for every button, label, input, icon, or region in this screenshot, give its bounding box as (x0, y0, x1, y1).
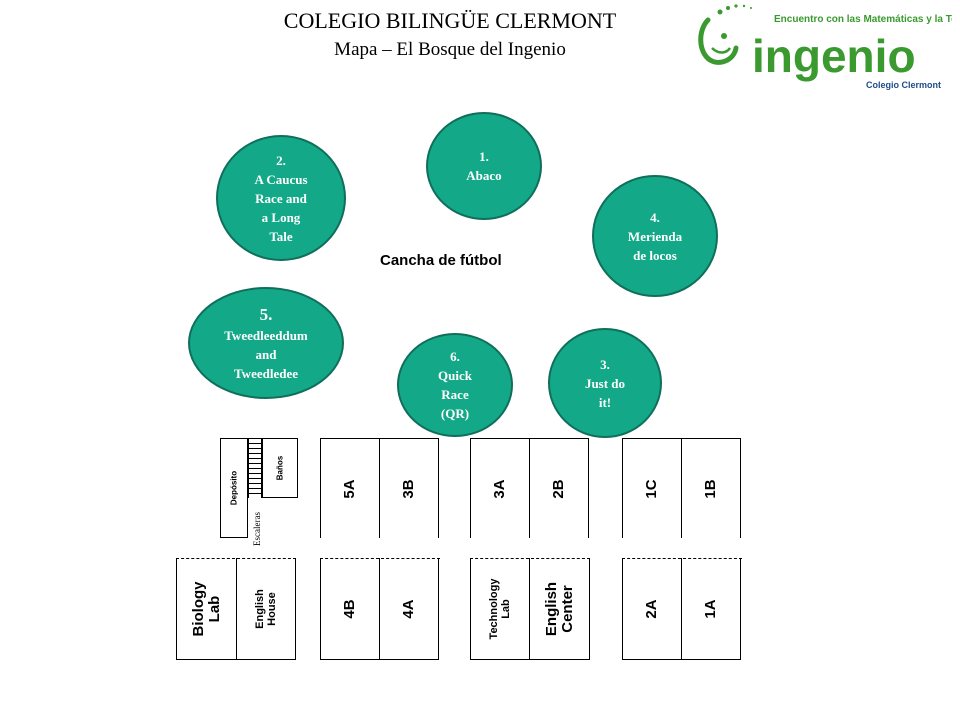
station-number: 1. (479, 149, 489, 164)
room-4b: 4B (320, 558, 380, 660)
room-biology-lab: Biology Lab (176, 558, 237, 660)
room-2b: 2B (529, 438, 589, 538)
dashed-wall (740, 498, 741, 538)
page-subtitle: Mapa – El Bosque del Ingenio (334, 39, 566, 60)
ingenio-logo: Encuentro con las Matemáticas y la Tecno… (698, 4, 952, 90)
station-5[interactable]: 5. Tweedleeddum and Tweedledee (188, 287, 344, 399)
stairs-icon (248, 438, 262, 498)
station-number: 2. (276, 152, 286, 168)
room-label: 1A (702, 598, 719, 619)
room-label: 1C (643, 478, 660, 499)
station-number: 6. (450, 349, 460, 364)
room-label: 2A (643, 598, 660, 619)
station-1[interactable]: 1. Abaco (426, 112, 542, 220)
room-1b: 1B (681, 438, 741, 538)
station-3[interactable]: 3. Just do it! (548, 328, 662, 438)
room-banos: Baños (262, 438, 298, 498)
room-technology-lab: Technology Lab (470, 558, 530, 660)
room-label: 4A (400, 598, 417, 619)
room-label: English Center (542, 581, 576, 636)
room-label: 3A (491, 478, 508, 499)
station-name: Merienda de locos (627, 228, 683, 263)
logo-wordmark: ingenio (752, 30, 916, 82)
room-label: Biology Lab (189, 581, 223, 636)
room-5a: 5A (320, 438, 380, 538)
station-2[interactable]: 2. A Caucus Race and a Long Tale (216, 135, 346, 261)
room-label: 1B (702, 478, 719, 499)
dashed-wall (622, 498, 623, 538)
station-4[interactable]: 4. Merienda de locos (592, 175, 718, 297)
page-title: COLEGIO BILINGÜE CLERMONT (283, 8, 617, 33)
room-2a: 2A (622, 558, 682, 660)
station-name: A Caucus Race and a Long Tale (254, 171, 308, 244)
room-4a: 4A (379, 558, 439, 660)
dashed-wall (622, 558, 742, 559)
room-label: Technology Lab (488, 578, 512, 639)
room-1c: 1C (622, 438, 682, 538)
room-english-house: English House (236, 558, 296, 660)
station-name: Tweedleeddum and Tweedledee (224, 327, 308, 381)
station-name: Abaco (466, 168, 502, 183)
station-name: Quick Race (QR) (438, 368, 472, 421)
dashed-wall (320, 558, 440, 559)
room-deposito: Depósito (220, 438, 248, 538)
station-name: Just do it! (584, 375, 626, 410)
logo-school: Colegio Clermont (866, 80, 941, 90)
dashed-wall (470, 558, 590, 559)
field-label: Cancha de fútbol (380, 252, 502, 269)
station-6[interactable]: 6. Quick Race (QR) (397, 333, 513, 437)
station-number: 4. (650, 209, 660, 225)
dashed-wall (438, 498, 439, 538)
dashed-wall (470, 498, 471, 538)
dashed-wall (588, 498, 589, 538)
room-english-center: English Center (529, 558, 590, 660)
stairs-label: Escaleras (252, 512, 262, 546)
room-1a: 1A (681, 558, 741, 660)
logo-tagline: Encuentro con las Matemáticas y la Tecno… (774, 14, 952, 25)
room-label: 2B (550, 478, 567, 499)
room-label: 5A (341, 478, 358, 499)
room-label: English House (254, 588, 278, 629)
station-number: 5. (259, 304, 273, 324)
room-3a: 3A (470, 438, 530, 538)
room-label: Baños (275, 455, 285, 481)
room-label: Depósito (229, 470, 239, 506)
room-label: 3B (400, 478, 417, 499)
dashed-wall (320, 498, 321, 538)
room-3b: 3B (379, 438, 439, 538)
station-number: 3. (600, 356, 610, 372)
room-label: 4B (341, 598, 358, 619)
